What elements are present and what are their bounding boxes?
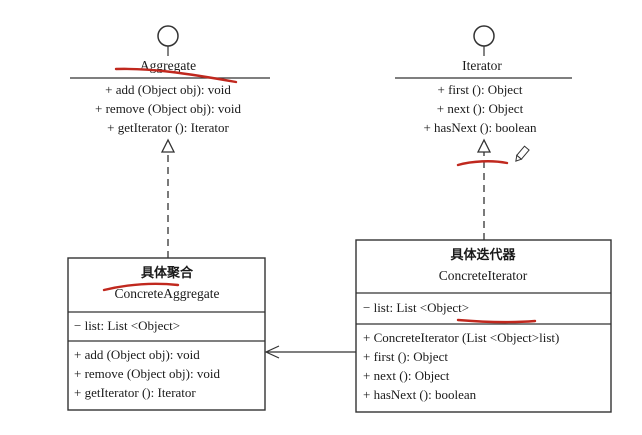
hollow-triangle-head — [160, 138, 176, 153]
underline-concrete-aggregate — [102, 282, 180, 292]
red-annotations — [102, 67, 537, 324]
iterator-title: Iterator — [462, 58, 502, 73]
concrete-iterator-op-next: + next (): Object — [363, 368, 450, 383]
concrete-aggregate-op-getiterator: + getIterator (): Iterator — [74, 385, 196, 400]
underline-iterator-arrow — [456, 160, 509, 167]
aggregate-op-getiterator: + getIterator (): Iterator — [107, 120, 229, 135]
pencil-icon — [515, 145, 530, 162]
concrete-aggregate-op-add: + add (Object obj): void — [74, 347, 200, 362]
underline-aggregate — [114, 67, 238, 84]
interface-circle-icon — [157, 25, 179, 47]
interface-circle-icon — [473, 25, 495, 47]
concrete-aggregate-op-remove: + remove (Object obj): void — [74, 366, 220, 381]
aggregate-op-add: + add (Object obj): void — [105, 82, 231, 97]
aggregate-op-remove: + remove (Object obj): void — [95, 101, 241, 116]
concrete-aggregate-attr-list: − list: List <Object> — [74, 318, 180, 333]
open-arrow-head — [264, 345, 280, 359]
concrete-iterator-title: ConcreteIterator — [439, 268, 528, 283]
realization-aggregate — [160, 138, 176, 258]
aggregate-interface[interactable]: Aggregate + add (Object obj): void + rem… — [70, 25, 270, 135]
hollow-triangle-head — [476, 138, 492, 153]
concrete-iterator-title-cn: 具体迭代器 — [450, 247, 516, 263]
concrete-iterator-op-constructor: + ConcreteIterator (List <Object>list) — [363, 330, 559, 345]
concrete-iterator-box — [355, 239, 612, 413]
concrete-iterator-op-hasnext: + hasNext (): boolean — [363, 387, 477, 402]
concrete-iterator-class[interactable]: 具体迭代器 ConcreteIterator − list: List <Obj… — [355, 239, 612, 413]
iterator-op-first: + first (): Object — [438, 82, 523, 97]
realization-iterator — [476, 138, 492, 240]
concrete-iterator-attr-list: − list: List <Object> — [363, 300, 469, 315]
concrete-aggregate-title: ConcreteAggregate — [115, 286, 220, 301]
iterator-op-hasnext: + hasNext (): boolean — [423, 120, 537, 135]
concrete-aggregate-class[interactable]: 具体聚合 ConcreteAggregate − list: List <Obj… — [67, 257, 266, 411]
underline-list-attr — [456, 318, 537, 324]
concrete-iterator-op-first: + first (): Object — [363, 349, 448, 364]
iterator-interface[interactable]: Iterator + first (): Object + next (): O… — [395, 25, 572, 135]
iterator-op-next: + next (): Object — [437, 101, 524, 116]
concrete-aggregate-title-cn: 具体聚合 — [141, 265, 194, 281]
association-arrow — [264, 345, 356, 359]
